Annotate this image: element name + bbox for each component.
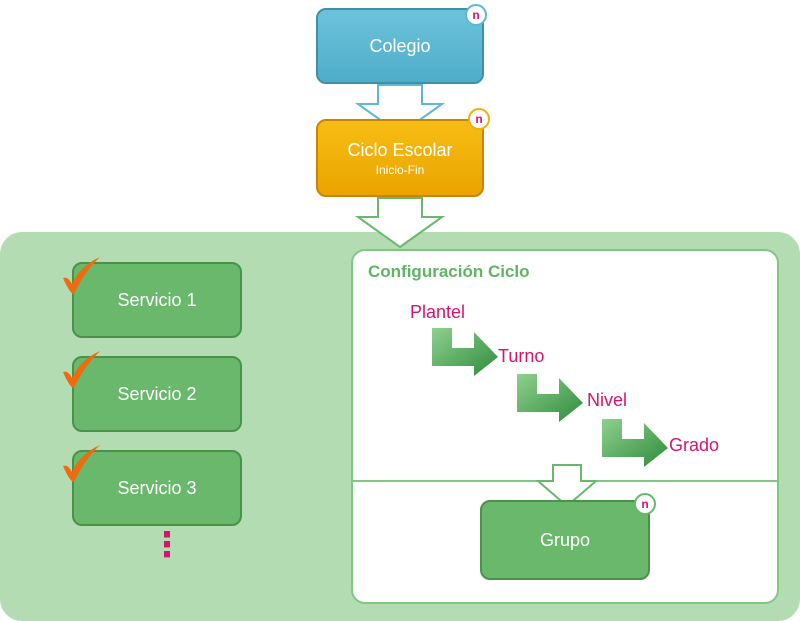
checkmark-icon: [63, 445, 100, 482]
colegio-label: Colegio: [369, 35, 431, 56]
more-services-ellipsis: ⋮: [150, 526, 184, 564]
ciclo-escolar-node[interactable]: Ciclo Escolar Inicio-Fin: [316, 119, 484, 197]
ciclo-escolar-label: Ciclo Escolar: [347, 139, 453, 160]
service-box-3[interactable]: Servicio 3: [72, 450, 242, 526]
step-arrow-plantel-turno: [432, 328, 498, 376]
service-box-1[interactable]: Servicio 1: [72, 262, 242, 338]
config-title: Configuración Ciclo: [368, 262, 530, 281]
service-label: Servicio 1: [117, 289, 197, 310]
colegio-count-badge: n: [465, 4, 487, 26]
step-nivel: Nivel: [587, 390, 628, 410]
config-to-grupo-arrow: [536, 464, 598, 508]
ciclo-count-badge: n: [468, 108, 490, 130]
ciclo-to-panel-arrow: [355, 197, 445, 249]
grupo-node[interactable]: Grupo: [480, 500, 650, 580]
checkmark-icon: [63, 257, 100, 294]
grupo-count-badge: n: [634, 493, 656, 515]
grupo-label: Grupo: [539, 529, 591, 550]
colegio-node[interactable]: Colegio: [316, 8, 484, 84]
checkmark-icon: [63, 351, 100, 388]
step-arrow-nivel-grado: [602, 419, 668, 467]
step-arrow-turno-nivel: [517, 374, 583, 422]
ciclo-escolar-sublabel: Inicio-Fin: [375, 162, 425, 177]
service-label: Servicio 2: [117, 383, 197, 404]
service-box-2[interactable]: Servicio 2: [72, 356, 242, 432]
step-grado: Grado: [669, 435, 720, 455]
step-turno: Turno: [498, 346, 545, 366]
step-plantel: Plantel: [410, 302, 466, 322]
service-label: Servicio 3: [117, 477, 197, 498]
